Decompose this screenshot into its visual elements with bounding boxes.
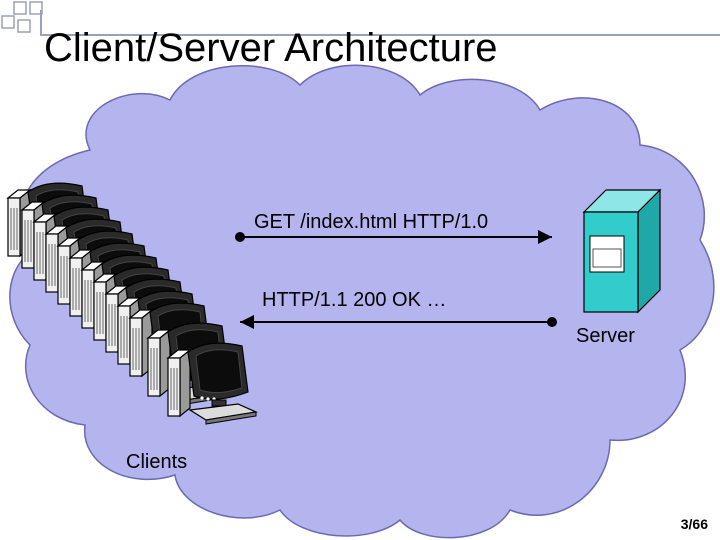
- desktop-computer-icon: [166, 342, 259, 425]
- slide-title: Client/Server Architecture: [44, 26, 498, 70]
- request-arrow-head: [538, 230, 552, 244]
- server-label: Server: [576, 325, 635, 347]
- clients-label: Clients: [126, 451, 188, 473]
- request-arrow-tail: [235, 232, 245, 242]
- request-label: GET /index.html HTTP/1.0: [254, 211, 489, 233]
- server-tower-icon: [582, 188, 662, 314]
- response-arrow-head: [240, 315, 254, 329]
- page-number: 3/66: [680, 516, 708, 532]
- response-arrow-tail: [547, 317, 557, 327]
- corner-square-icon: [1, 1, 43, 33]
- title-rule: [40, 10, 720, 36]
- client-computers: [6, 182, 259, 425]
- response-label: HTTP/1.1 200 OK …: [262, 289, 447, 311]
- cloud-shape: [9, 64, 715, 539]
